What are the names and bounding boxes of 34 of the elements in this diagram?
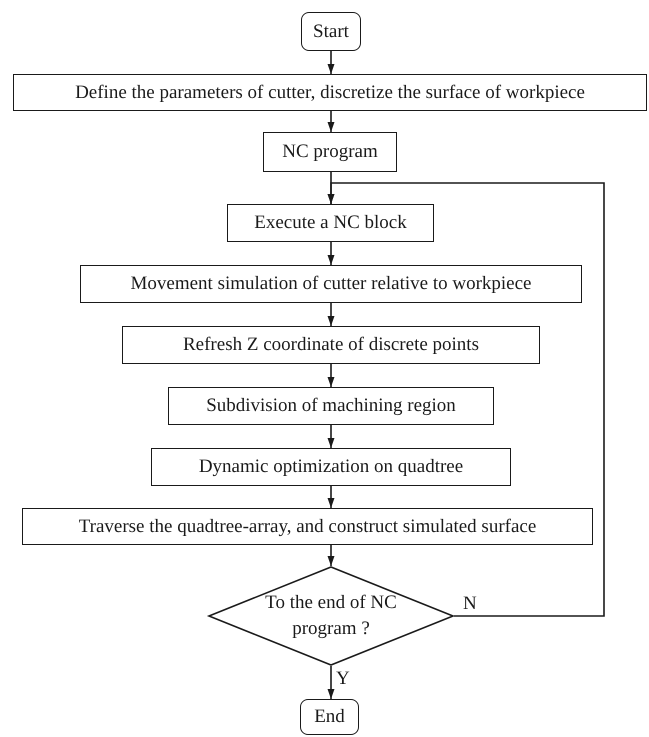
process-box	[122, 326, 540, 364]
terminal-box	[301, 12, 361, 51]
edge-label: Y	[336, 669, 350, 689]
arrow	[328, 182, 605, 617]
node-label: Execute a NC block	[254, 211, 407, 235]
arrow	[328, 51, 334, 74]
node-label: Start	[313, 20, 349, 44]
arrow	[328, 545, 334, 566]
decision-diamond	[208, 566, 454, 666]
node-label: Traverse the quadtree-array, and construct simulated surface	[78, 514, 536, 538]
arrow	[328, 364, 334, 387]
process-box	[263, 132, 397, 172]
node-label: To the end of NC program ?	[264, 591, 398, 641]
process-box	[22, 508, 593, 545]
arrow	[328, 303, 334, 326]
process-box	[80, 265, 582, 303]
terminal-box	[300, 699, 359, 735]
node-label: Define the parameters of cutter, discretize the surface of workpiece	[75, 80, 585, 104]
arrow	[328, 666, 334, 699]
arrow	[328, 111, 334, 132]
node-label: End	[314, 705, 345, 729]
process-box	[13, 74, 647, 111]
arrow	[328, 242, 334, 265]
process-box	[151, 448, 511, 486]
node-label: Refresh Z coordinate of discrete points	[183, 333, 479, 357]
arrow	[328, 486, 334, 508]
process-box	[168, 387, 494, 425]
process-box	[227, 204, 434, 242]
arrow	[328, 425, 334, 448]
node-label: NC program	[282, 140, 378, 164]
node-label: Dynamic optimization on quadtree	[198, 455, 464, 479]
edge-label: N	[463, 594, 477, 614]
node-label: Subdivision of machining region	[206, 394, 456, 418]
node-label: Movement simulation of cutter relative to workpiece	[130, 272, 532, 296]
